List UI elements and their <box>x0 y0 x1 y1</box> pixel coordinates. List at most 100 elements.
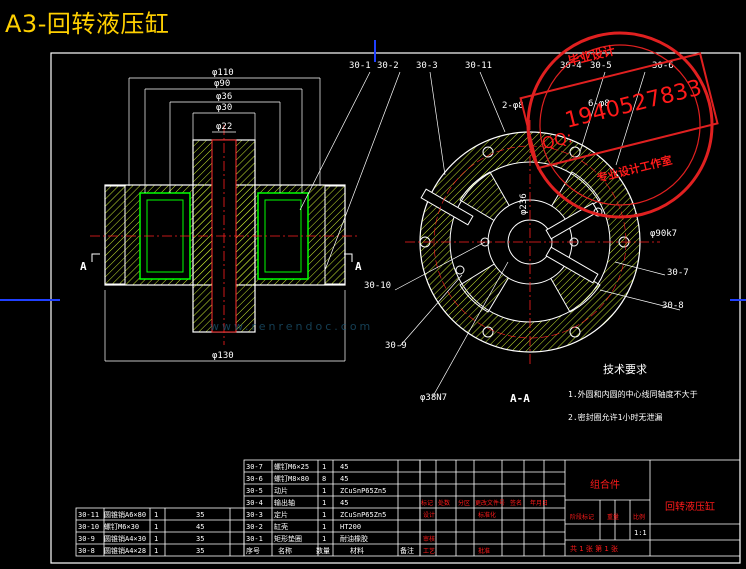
dim-d90k: φ90k7 <box>650 229 677 239</box>
bom-no: 30-8 <box>78 547 95 555</box>
tb-row-count: 处数 <box>438 499 450 507</box>
bom-lower-rows: 30-11 圆锥销A6×80 1 35 30-10 螺钉M6×30 1 45 30-9 圆锥销A4… <box>78 510 204 555</box>
bom-qty: 1 <box>154 547 158 555</box>
bom-no: 30-5 <box>246 487 263 495</box>
bom-header-name: 名称 <box>278 546 292 555</box>
bom-material: 35 <box>196 511 204 519</box>
tb-process: 工艺 <box>423 547 435 555</box>
section-label: A-A <box>510 392 530 405</box>
dim-d110: φ110 <box>212 68 234 78</box>
bom-name: 圆锥销A4×30 <box>104 534 146 543</box>
bom-material: 耐油橡胶 <box>340 534 368 543</box>
watermark: www.renrendoc.com <box>210 320 373 333</box>
section-mark-left: A <box>80 260 87 273</box>
bom-material: 35 <box>196 547 204 555</box>
bom-no: 30-4 <box>246 499 263 507</box>
tb-row-date: 年月日 <box>530 499 548 507</box>
tb-ratio: 1:1 <box>634 529 647 537</box>
bom-material: 45 <box>340 463 348 471</box>
bom-no: 30-3 <box>246 511 263 519</box>
tb-audit: 审核 <box>423 535 435 543</box>
bom-header-material: 材料 <box>350 546 364 555</box>
callout-30-11: 30-11 <box>465 61 492 71</box>
dim-d90: φ90 <box>214 79 230 89</box>
bom-material: ZCuSnP65Zn5 <box>340 511 386 519</box>
stamp-number: 1940527833 <box>563 76 705 134</box>
tb-scale: 比例 <box>633 513 645 521</box>
bom-upper <box>243 459 421 557</box>
bom-qty: 8 <box>322 475 326 483</box>
tb-row-mark: 标记 <box>421 499 433 507</box>
tb-stage: 阶段标记 <box>570 513 594 521</box>
bom-name: 螺钉M8×80 <box>274 474 309 483</box>
callout-30-5: 30-5 <box>590 61 612 71</box>
bom-material: 45 <box>340 475 348 483</box>
dim-d130: φ130 <box>212 351 234 361</box>
callout-30-2: 30-2 <box>377 61 399 71</box>
bom-qty: 1 <box>154 535 158 543</box>
bom-qty: 1 <box>322 511 326 519</box>
bom-qty: 1 <box>154 523 158 531</box>
dim-d22: φ22 <box>216 122 232 132</box>
callout-30-1: 30-1 <box>349 61 371 71</box>
bom-qty: 1 <box>322 463 326 471</box>
tb-standard: 标准化 <box>478 511 496 519</box>
bom-qty: 1 <box>322 523 326 531</box>
stamp-bottom: 专业设计工作室 <box>595 153 673 185</box>
bom-no: 30-7 <box>246 463 263 471</box>
callout-30-4: 30-4 <box>560 61 582 71</box>
callout-30-7: 30-7 <box>667 268 689 278</box>
dim-hole6: 6-φ8 <box>588 99 610 109</box>
dim-d30: φ30 <box>216 103 232 113</box>
tb-row-zone: 分区 <box>458 499 470 507</box>
bom-name: 螺钉M6×30 <box>104 522 139 531</box>
bom-material: ZCuSnP65Zn5 <box>340 487 386 495</box>
dim-hole2: 2-φ8 <box>502 101 524 111</box>
callout-30-6: 30-6 <box>652 61 674 71</box>
bom-name: 定片 <box>274 510 288 519</box>
tb-drawing-name: 回转液压缸 <box>665 500 715 513</box>
bom-no: 30-10 <box>78 523 99 531</box>
bom-material: 35 <box>196 535 204 543</box>
bom-name: 矩形垫圈 <box>274 534 302 543</box>
callout-30-9: 30-9 <box>385 341 407 351</box>
bom-no: 30-1 <box>246 535 263 543</box>
technical-notes: 技术要求 1.外圆和内圆的中心线同轴度不大于 2.密封圈允许1小时无泄漏 <box>568 363 698 422</box>
bom-no: 30-9 <box>78 535 95 543</box>
bom-header-no: 序号 <box>246 546 260 555</box>
section-mark-right: A <box>355 260 362 273</box>
bom-name: 动片 <box>274 486 288 495</box>
centering-marks <box>0 40 746 301</box>
bom-name: 圆锥销A6×80 <box>104 510 146 519</box>
dim-d38: φ38N7 <box>420 393 447 403</box>
page-title: A3-回转液压缸 <box>5 10 170 38</box>
bom-no: 30-2 <box>246 523 263 531</box>
bom-qty: 1 <box>154 511 158 519</box>
bom-lower <box>75 507 245 557</box>
bom-qty: 1 <box>322 487 326 495</box>
bom-name: 圆锥销A4×28 <box>104 546 146 555</box>
bom-qty: 1 <box>322 535 326 543</box>
bom-name: 螺钉M6×25 <box>274 462 309 471</box>
bom-header-qty: 数量 <box>316 546 330 555</box>
drawing-border <box>50 52 741 564</box>
callout-30-8: 30-8 <box>662 301 684 311</box>
notes-line1: 1.外圆和内圆的中心线同轴度不大于 <box>568 389 698 399</box>
title-block <box>419 459 741 557</box>
bom-material: 45 <box>340 499 348 507</box>
bom-header-note: 备注 <box>400 546 414 555</box>
bom-material: 45 <box>196 523 204 531</box>
bom-no: 30-6 <box>246 475 263 483</box>
tb-sheets: 共 1 张 第 1 张 <box>570 544 618 553</box>
tb-row-sign: 签名 <box>510 499 522 507</box>
bom-no: 30-11 <box>78 511 99 519</box>
tb-row-file: 更改文件号 <box>475 499 505 507</box>
bom-qty: 1 <box>322 499 326 507</box>
dim-d36: φ36 <box>216 92 232 102</box>
notes-heading: 技术要求 <box>603 363 647 376</box>
callout-30-10: 30-10 <box>364 281 391 291</box>
notes-line2: 2.密封圈允许1小时无泄漏 <box>568 412 662 422</box>
bom-name: 输出轴 <box>274 498 295 507</box>
